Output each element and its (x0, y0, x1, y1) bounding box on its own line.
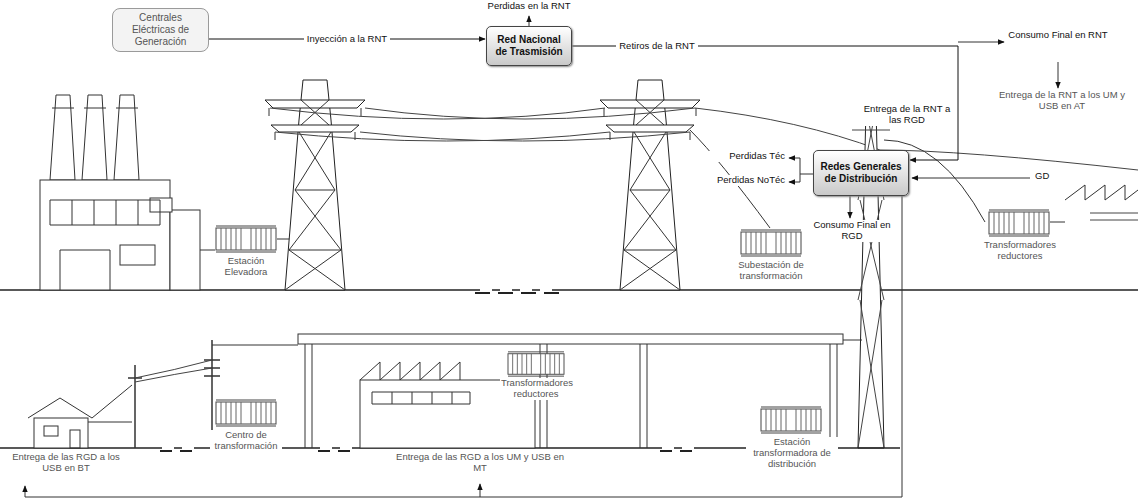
box-text: Red Nacional de Trasmisión (493, 34, 565, 58)
flow-label: Perdidas en la RNT (478, 1, 580, 12)
flow-label: Entrega de las RGD a los USB en BT (4, 452, 128, 474)
edge-label: Retiros de la RNT (616, 41, 698, 52)
flow-label: Consumo Final en RGD (808, 220, 896, 242)
flow-label: Perdidas Téc (700, 151, 786, 162)
flow-label: Estación transformadora de distribución (746, 437, 838, 470)
box-text: Centrales Eléctricas de Generación (119, 12, 202, 48)
flow-box: Centrales Eléctricas de Generación (112, 8, 209, 52)
flow-label: Estación Elevadora (214, 256, 278, 278)
flow-label: Entrega de las RGD a los UM y USB en MT (392, 452, 568, 474)
flow-label: Consumo Final en RNT (1006, 30, 1110, 41)
flow-label: Transformadores reductores (982, 240, 1058, 262)
flow-label: Entrega de la RNT a los UM y USB en AT (996, 90, 1128, 112)
flow-label: GD (1034, 171, 1058, 182)
flow-label: Entrega de la RNT a las RGD (862, 104, 952, 126)
flow-box: Red Nacional de Trasmisión (486, 26, 572, 66)
flow-label: Perdidas NoTéc (690, 175, 786, 186)
flow-label: Transformadores reductores (500, 378, 572, 400)
box-text: Redes Generales de Distribución (820, 161, 902, 185)
flow-box: Redes Generales de Distribución (813, 150, 909, 196)
flow-arrow (572, 46, 958, 160)
flow-label: Subestación de transformación (733, 260, 809, 282)
edge-label: Inyección a la RNT (304, 34, 390, 45)
flow-label: Centro de transformación (210, 430, 282, 452)
